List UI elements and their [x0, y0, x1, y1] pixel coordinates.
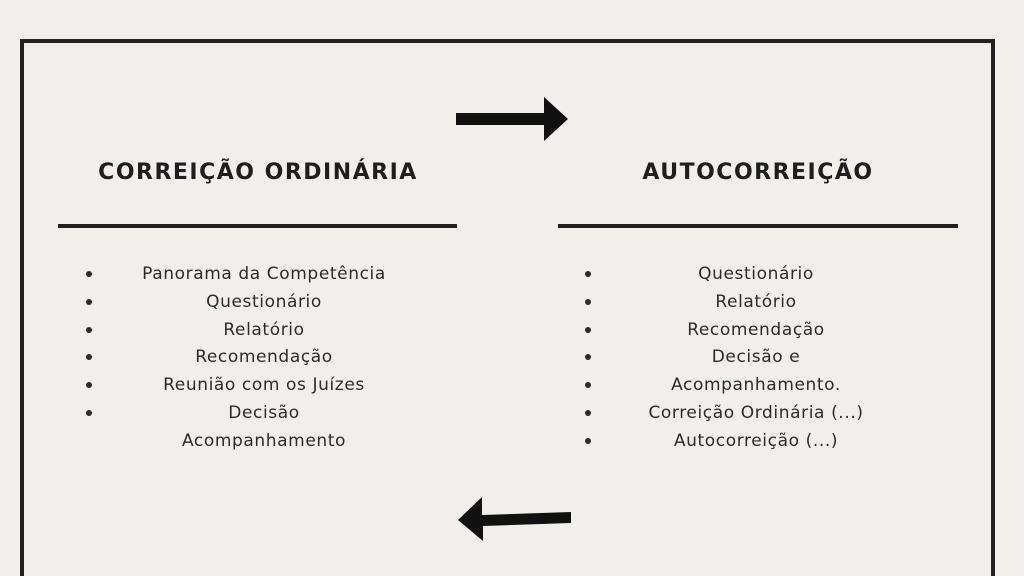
bullet-icon: [86, 326, 92, 333]
list-item: Questionário: [585, 262, 965, 290]
arrow-right-icon: [456, 97, 568, 141]
correicao-ordinaria-steps: Panorama da Competência Questionário Rel…: [86, 262, 466, 457]
list-item: Reunião com os Juízes: [86, 373, 466, 401]
list-item: Panorama da Competência: [86, 262, 466, 290]
right-title-divider: [558, 224, 958, 228]
list-item: Recomendação: [585, 318, 965, 346]
list-item: Autocorreição (...): [585, 429, 965, 457]
bullet-icon: [86, 354, 92, 361]
bullet-icon: [585, 382, 591, 389]
bullet-icon: [86, 298, 92, 305]
list-item: Recomendação: [86, 345, 466, 373]
bullet-icon: [86, 271, 92, 277]
list-item: Acompanhamento.: [585, 373, 965, 401]
bullet-icon: [585, 326, 591, 333]
bullet-icon: [585, 437, 591, 444]
list-item: Questionário: [86, 290, 466, 318]
bullet-icon: [585, 409, 591, 416]
list-item: Relatório: [86, 318, 466, 346]
left-title-divider: [58, 224, 457, 228]
list-item: Relatório: [585, 290, 965, 318]
autocorreicao-title: AUTOCORREIÇÃO: [642, 160, 874, 185]
bullet-icon: [585, 354, 591, 361]
list-item: Acompanhamento: [181, 430, 347, 451]
bullet-icon: [585, 298, 591, 305]
arrow-left-icon: [458, 497, 571, 541]
bullet-icon: [86, 409, 92, 416]
list-item: Correição Ordinária (...): [585, 401, 965, 429]
bullet-icon: [86, 382, 92, 389]
diagram-frame: [20, 39, 995, 576]
list-item: Decisão: [86, 401, 466, 429]
bullet-icon: [585, 271, 591, 277]
correicao-ordinaria-title: CORREIÇÃO ORDINÁRIA: [98, 160, 418, 185]
autocorreicao-steps: Questionário Relatório Recomendação Deci…: [585, 262, 965, 457]
list-item: Decisão e: [585, 345, 965, 373]
